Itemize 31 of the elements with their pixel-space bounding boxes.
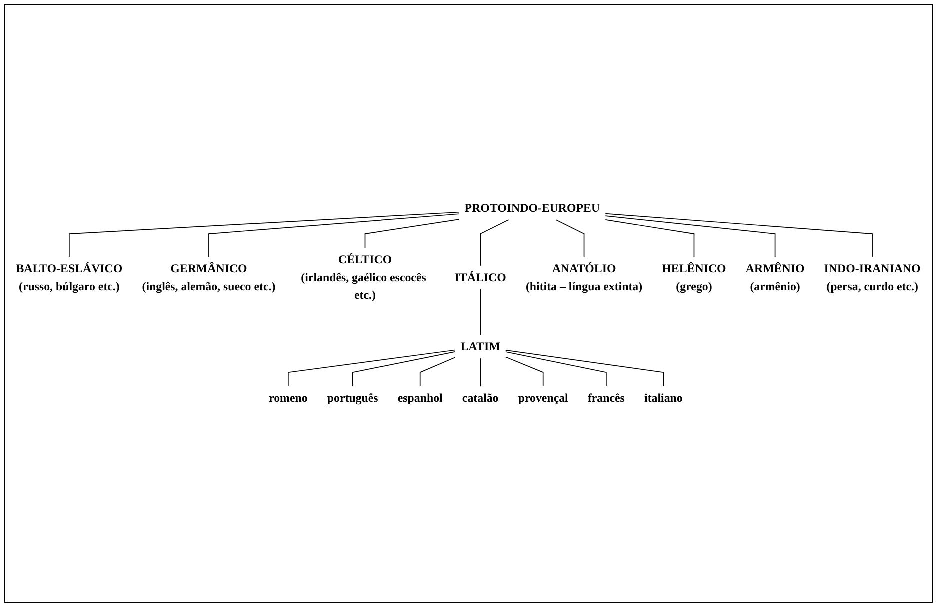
connector: [505, 350, 664, 388]
connector: [420, 357, 456, 388]
connector: [605, 214, 873, 258]
connector: [480, 358, 481, 388]
node-text: INDO-IRANIANO (persa, curdo etc.): [824, 262, 921, 294]
node-text: ANATÓLIO (hitita – língua extinta): [526, 262, 643, 294]
node-text: ARMÊNIO (armênio): [746, 262, 805, 294]
connector: [480, 289, 481, 336]
connector: [505, 357, 544, 388]
connector: [288, 350, 456, 388]
node-text: francês: [588, 392, 625, 405]
connector: [364, 219, 460, 249]
node-text: italiano: [644, 392, 683, 405]
connector: [505, 352, 607, 388]
connector: [605, 216, 776, 258]
connector: [605, 220, 695, 258]
node-text: provençal: [518, 392, 568, 405]
connector: [208, 214, 460, 258]
node-text: português: [327, 392, 378, 405]
node-text: PROTOINDO-EUROPEU: [464, 202, 600, 215]
connector: [69, 212, 460, 258]
node-text: LATIM: [460, 340, 500, 354]
node-text: BALTO-ESLÁVICO (russo, búlgaro etc.): [16, 262, 123, 294]
node-text: HELÊNICO (grego): [662, 262, 726, 294]
connector: [352, 352, 456, 388]
node-text: ITÁLICO: [454, 270, 506, 284]
node-text: catalão: [462, 392, 499, 405]
node-text: CÉLTICO (irlandês, gaélico escocês etc.): [301, 253, 426, 302]
node-text: espanhol: [398, 392, 443, 405]
node-text: romeno: [269, 392, 308, 405]
node-text: GERMÂNICO (inglês, alemão, sueco etc.): [142, 262, 276, 294]
